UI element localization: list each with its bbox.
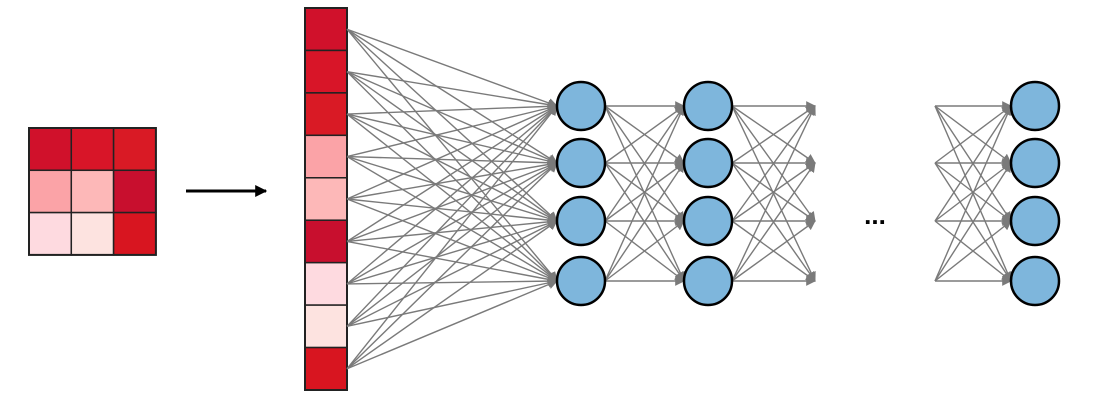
vector-cell [304, 346, 348, 391]
grid-cell [28, 169, 73, 214]
grid-cell [28, 211, 73, 256]
vector-cell [304, 7, 348, 52]
connection-arrow [346, 198, 558, 225]
neuron-node [1009, 195, 1061, 247]
hidden-layers-ellipsis: ... [864, 200, 886, 230]
connection-arrow [346, 105, 558, 327]
connection-arrow [346, 155, 558, 282]
connection-arrow [346, 28, 558, 222]
neuron-node [555, 195, 607, 247]
vector-cell [304, 49, 348, 94]
input-image-grid [28, 127, 157, 256]
grid-cell [112, 169, 157, 214]
network-nodes [555, 80, 1061, 307]
connection-arrow [346, 71, 558, 282]
neuron-node [682, 137, 734, 189]
neuron-node [682, 80, 734, 132]
neuron-node [1009, 80, 1061, 132]
connection-arrow [604, 105, 685, 282]
connection-arrow [346, 71, 558, 164]
connection-arrow [346, 218, 558, 285]
connection-arrow [934, 105, 1012, 164]
connection-arrow [731, 105, 816, 164]
connection-arrow [346, 276, 558, 287]
neuron-node [682, 255, 734, 307]
connection-arrow [346, 162, 558, 370]
connection-arrow [346, 198, 558, 283]
connection-arrow [731, 220, 816, 282]
connection-arrow [934, 105, 1012, 282]
neuron-node [682, 195, 734, 247]
vector-cell [304, 134, 348, 179]
connection-arrow [346, 155, 558, 168]
vector-cell [304, 304, 348, 349]
connection-arrow [346, 101, 558, 115]
connection-arrow [346, 70, 558, 110]
connection-arrow [604, 220, 685, 282]
grid-cell [28, 127, 73, 172]
connection-arrow [346, 113, 558, 166]
connection-arrow [346, 162, 558, 285]
neuron-node [1009, 137, 1061, 189]
grid-border [28, 127, 157, 256]
connection-arrow [346, 105, 558, 370]
connection-arrow [346, 105, 558, 243]
connection-arrow [346, 216, 558, 243]
connection-arrow [934, 220, 1012, 282]
connection-arrow [604, 105, 685, 164]
vector-cell [304, 177, 348, 221]
connection-arrow [346, 105, 558, 285]
connection-arrow [604, 105, 685, 222]
connection-arrow [346, 71, 558, 222]
connection-arrow [346, 28, 558, 108]
connection-arrow [346, 220, 558, 370]
connection-arrow [604, 162, 685, 282]
network-connections [346, 28, 1012, 370]
neuron-node [555, 80, 607, 132]
connection-arrow [346, 279, 558, 370]
neuron-node [555, 255, 607, 307]
grid-cell [112, 211, 157, 256]
vector-cell [304, 219, 348, 264]
connection-arrow [346, 155, 558, 224]
flattened-input-vector [304, 7, 348, 391]
connection-arrow [934, 105, 1012, 222]
connection-arrow [346, 240, 558, 285]
connection-arrow [346, 105, 558, 200]
connection-arrow [346, 103, 558, 158]
connection-arrow [731, 162, 816, 282]
grid-cell [112, 127, 157, 172]
connection-arrow [346, 162, 558, 327]
grid-cell [70, 211, 115, 256]
vector-cell [304, 92, 348, 137]
connection-arrow [346, 161, 558, 243]
neuron-node [1009, 255, 1061, 307]
connection-arrow [934, 162, 1012, 282]
connection-arrow [346, 220, 558, 327]
connection-arrow [346, 113, 558, 222]
grid-cell [70, 127, 115, 172]
connection-arrow [731, 105, 816, 282]
connection-arrow [346, 113, 558, 282]
grid-cell [70, 169, 115, 214]
vector-cell [304, 261, 348, 306]
connection-arrow [346, 278, 558, 328]
connection-arrow [346, 159, 558, 200]
connection-arrow [731, 105, 816, 222]
neuron-node [555, 137, 607, 189]
connection-arrow [346, 28, 558, 164]
